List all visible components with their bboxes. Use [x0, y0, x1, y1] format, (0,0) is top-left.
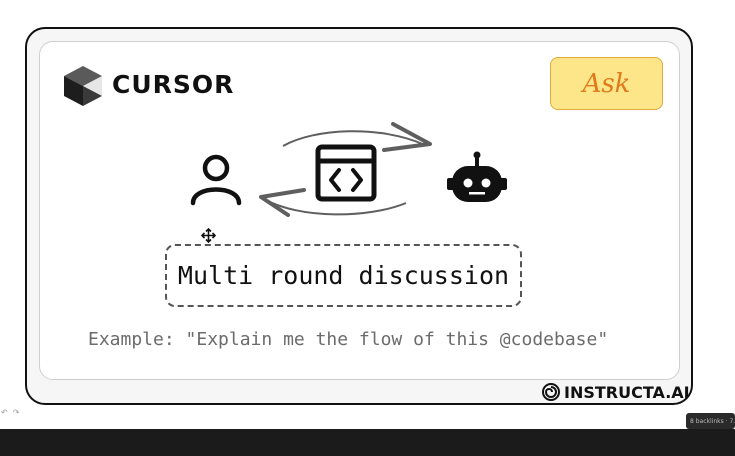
multi-round-label: Multi round discussion [165, 244, 522, 307]
status-indicator[interactable]: 8 backlinks · 7.8 [686, 413, 735, 429]
footer-brand-label: INSTRUCTA.AI [564, 382, 690, 402]
footer-brand: INSTRUCTA.AI [542, 382, 690, 402]
example-text: Example: "Explain me the flow of this @c… [88, 329, 609, 350]
bottom-bar [0, 429, 735, 456]
mode-badge-ask: Ask [550, 57, 663, 110]
undo-button[interactable]: ↶ [1, 408, 8, 417]
undo-redo-controls: ↶ ↷ [1, 408, 19, 417]
brand-name: CURSOR [112, 70, 235, 99]
cursor-logo-icon [64, 66, 102, 106]
spiral-icon [542, 383, 560, 401]
redo-button[interactable]: ↷ [12, 408, 20, 417]
move-cursor-icon [201, 228, 216, 243]
